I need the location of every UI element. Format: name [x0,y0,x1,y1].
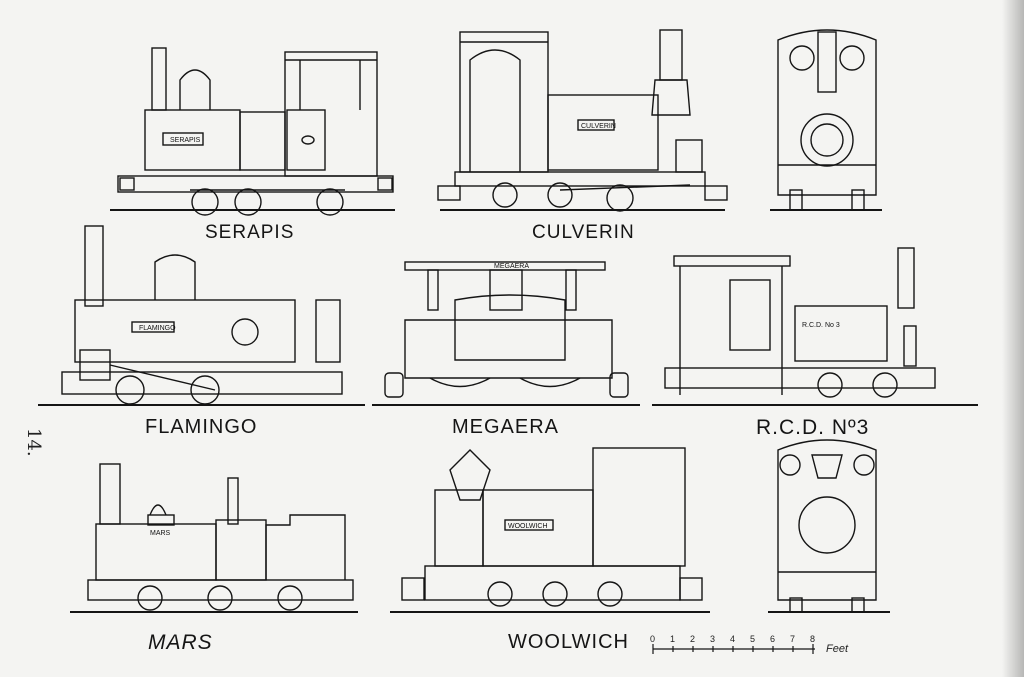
scale-tick-2: 2 [690,634,696,644]
scale-bar [652,644,815,654]
culverin-plate: CULVERIN [581,123,616,130]
megaera-drawing [372,261,640,406]
scale-tick-8: 8 [810,634,816,644]
scale-tick-7: 7 [790,634,796,644]
scale-tick-4: 4 [730,634,736,644]
mars-drawing [70,463,358,613]
scale-unit: Feet [826,643,849,655]
page-edge-shadow [1002,0,1024,677]
rcd-no3-caption: R.C.D. Nº3 [756,416,870,439]
megaera-plate: MEGAERA [494,263,529,270]
megaera-caption: MEGAERA [452,416,560,438]
culverin-caption: CULVERIN [532,222,635,243]
scale-tick-6: 6 [770,634,776,644]
woolwich-plate: WOOLWICH [508,523,548,530]
scale-tick-1: 1 [670,634,676,644]
scale-tick-0: 0 [650,634,656,644]
mars-plate: MARS [150,530,171,537]
woolwich-drawing [390,447,710,613]
flamingo-drawing [38,225,365,406]
scale-tick-5: 5 [750,634,756,644]
culverin-drawing [437,29,728,212]
flamingo-plate: FLAMINGO [139,325,176,332]
mars-caption: MARS [148,631,213,654]
serapis-drawing [110,47,395,216]
page-number: 14. [23,428,44,457]
flamingo-caption: FLAMINGO [145,416,258,438]
serapis-caption: SERAPIS [205,222,295,243]
scale-tick-3: 3 [710,634,716,644]
woolwich-caption: WOOLWICH [508,631,629,653]
rcd-no3-drawing [652,247,978,406]
culverin-front-view [770,29,882,211]
woolwich-front-view [768,439,890,613]
serapis-plate: SERAPIS [170,137,201,144]
rcd-no3-plate: R.C.D. No 3 [802,322,840,329]
